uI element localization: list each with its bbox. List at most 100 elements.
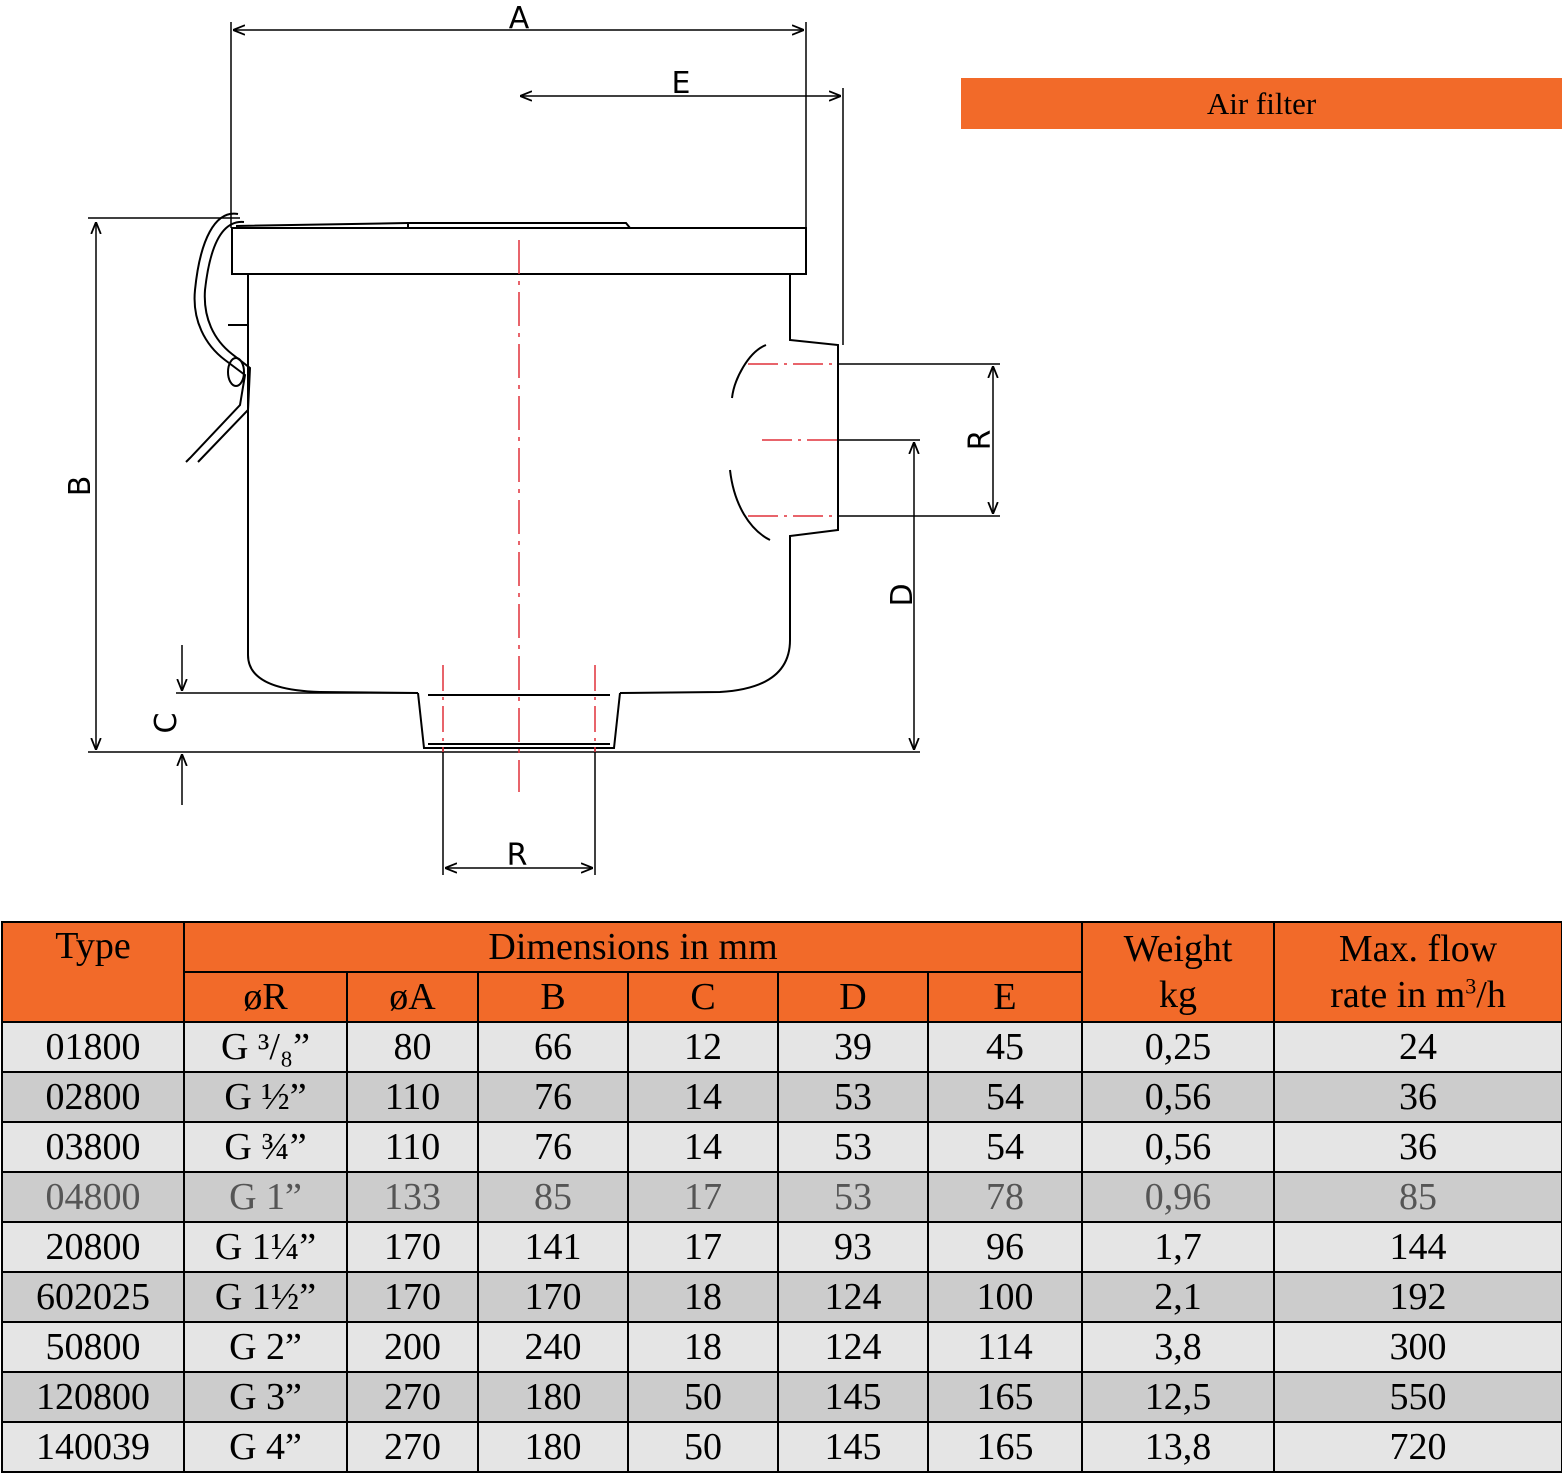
cell-c: 17 [627, 1171, 779, 1223]
cell-c: 50 [627, 1421, 779, 1473]
dim-label-r-bottom: R [507, 838, 528, 873]
cell-flow: 36 [1273, 1121, 1562, 1173]
cell-b: 141 [477, 1221, 629, 1273]
dim-label-e: E [672, 66, 691, 101]
cell-d: 53 [777, 1071, 929, 1123]
dim-label-b: B [63, 476, 98, 497]
title-banner: Air filter [961, 78, 1562, 129]
cell-e: 54 [926, 1121, 1084, 1173]
cell-d: 53 [777, 1171, 929, 1223]
cell-d: 124 [777, 1271, 929, 1323]
cell-a: 110 [346, 1071, 479, 1123]
cell-e: 165 [926, 1371, 1084, 1423]
header-max-flow: Max. flow rate in m3/h [1273, 921, 1562, 1023]
cell-type: 01800 [1, 1021, 185, 1073]
cell-c: 17 [627, 1221, 779, 1273]
cell-flow: 720 [1273, 1421, 1562, 1473]
cell-c: 14 [627, 1071, 779, 1123]
cell-r: G 4” [183, 1421, 348, 1473]
header-e: E [926, 971, 1084, 1023]
header-d: D [777, 971, 929, 1023]
header-c: C [627, 971, 779, 1023]
air-filter-technical-drawing: A E B C D R R [63, 1, 1000, 875]
cell-weight: 1,7 [1081, 1221, 1276, 1273]
cell-flow: 550 [1273, 1371, 1562, 1423]
cell-flow: 85 [1273, 1171, 1562, 1223]
cell-d: 93 [777, 1221, 929, 1273]
cell-b: 180 [477, 1371, 629, 1423]
cell-c: 50 [627, 1371, 779, 1423]
cell-d: 145 [777, 1421, 929, 1473]
cell-weight: 13,8 [1081, 1421, 1276, 1473]
cell-e: 100 [926, 1271, 1084, 1323]
cell-c: 18 [627, 1321, 779, 1373]
cell-b: 76 [477, 1071, 629, 1123]
cell-type: 50800 [1, 1321, 185, 1373]
cell-a: 110 [346, 1121, 479, 1173]
dimensions-table: Type Dimensions in mm Weight kg Max. flo… [1, 921, 1562, 1473]
cell-r: G ½” [183, 1071, 348, 1123]
cell-type: 20800 [1, 1221, 185, 1273]
dim-label-r-side: R [963, 430, 998, 451]
cell-e: 78 [926, 1171, 1084, 1223]
cell-r: G 3” [183, 1371, 348, 1423]
header-type: Type [1, 921, 185, 1023]
dim-label-a: A [509, 1, 530, 36]
cell-weight: 0,56 [1081, 1071, 1276, 1123]
cell-a: 80 [346, 1021, 479, 1073]
cell-type: 140039 [1, 1421, 185, 1473]
cell-type: 02800 [1, 1071, 185, 1123]
dim-label-c: C [149, 713, 184, 734]
cell-weight: 0,25 [1081, 1021, 1276, 1073]
cell-b: 180 [477, 1421, 629, 1473]
cell-b: 66 [477, 1021, 629, 1073]
dim-label-d: D [885, 583, 920, 606]
cell-c: 12 [627, 1021, 779, 1073]
header-weight: Weight kg [1081, 921, 1276, 1023]
cell-r: G ¾” [183, 1121, 348, 1173]
cell-d: 145 [777, 1371, 929, 1423]
cell-weight: 0,56 [1081, 1121, 1276, 1173]
cell-a: 170 [346, 1221, 479, 1273]
header-dia-r: øR [183, 971, 348, 1023]
cell-a: 270 [346, 1421, 479, 1473]
cell-r: G ³/₈” [183, 1021, 348, 1073]
cell-d: 53 [777, 1121, 929, 1173]
cell-flow: 144 [1273, 1221, 1562, 1273]
cell-e: 165 [926, 1421, 1084, 1473]
cell-e: 45 [926, 1021, 1084, 1073]
header-dia-a: øA [346, 971, 479, 1023]
header-flow-line2: rate in m3/h [1330, 973, 1506, 1016]
cell-b: 85 [477, 1171, 629, 1223]
cell-e: 54 [926, 1071, 1084, 1123]
cell-flow: 300 [1273, 1321, 1562, 1373]
cell-d: 124 [777, 1321, 929, 1373]
cell-type: 120800 [1, 1371, 185, 1423]
cell-type: 602025 [1, 1271, 185, 1323]
cell-flow: 192 [1273, 1271, 1562, 1323]
cell-r: G 1½” [183, 1271, 348, 1323]
cell-a: 200 [346, 1321, 479, 1373]
cell-a: 133 [346, 1171, 479, 1223]
cell-c: 14 [627, 1121, 779, 1173]
cell-flow: 36 [1273, 1071, 1562, 1123]
cell-type: 04800 [1, 1171, 185, 1223]
header-dimensions: Dimensions in mm [182, 921, 1084, 973]
cell-r: G 1¼” [183, 1221, 348, 1273]
cell-b: 240 [477, 1321, 629, 1373]
cell-flow: 24 [1273, 1021, 1562, 1073]
cell-c: 18 [627, 1271, 779, 1323]
cell-e: 114 [926, 1321, 1084, 1373]
cell-type: 03800 [1, 1121, 185, 1173]
cell-weight: 2,1 [1081, 1271, 1276, 1323]
header-weight-line1: Weight [1123, 928, 1233, 970]
cell-a: 170 [346, 1271, 479, 1323]
cell-a: 270 [346, 1371, 479, 1423]
